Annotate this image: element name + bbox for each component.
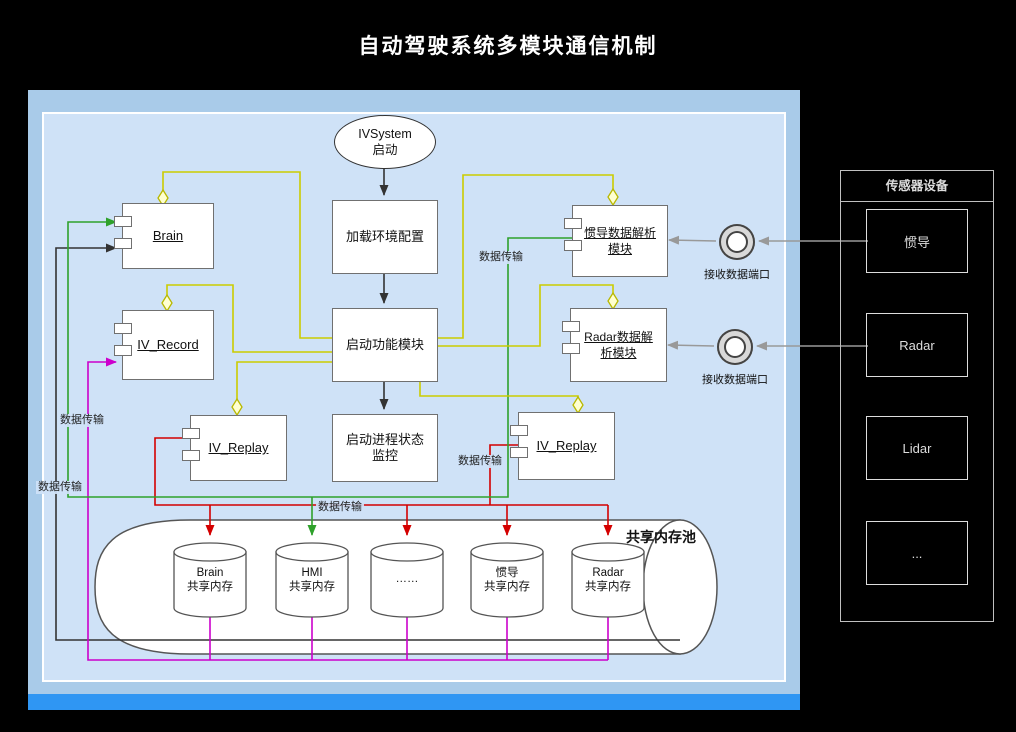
data-transfer-label: 数据传输 <box>316 501 364 514</box>
component-tab-icon <box>114 238 132 249</box>
component-tab-icon <box>510 447 528 458</box>
process-monitor-box: 启动进程状态 监控 <box>332 414 438 482</box>
cylinder-sub: 共享内存 <box>289 581 335 593</box>
sensor-label: 惯导 <box>903 234 930 250</box>
iv-replay-left-label: IV_Replay <box>208 440 269 455</box>
launch-modules-box: 启动功能模块 <box>332 308 438 382</box>
cylinder-name: 惯导 <box>495 567 519 579</box>
cylinder-label-ins: 惯导 共享内存 <box>462 566 552 594</box>
sensor-label: ... <box>911 545 923 561</box>
cylinder-sub: 共享内存 <box>585 581 631 593</box>
cylinder-label-hmi: HMI 共享内存 <box>267 566 357 594</box>
component-tab-icon <box>114 345 132 356</box>
iv-replay-right-label: IV_Replay <box>536 438 597 453</box>
data-transfer-label: 数据传输 <box>477 251 525 264</box>
data-transfer-label: 数据传输 <box>58 414 106 427</box>
cylinder-label-more: …… <box>362 572 452 586</box>
cylinder-label-radar: Radar 共享内存 <box>563 566 653 594</box>
receive-port-ins-label: 接收数据端口 <box>704 269 770 281</box>
component-tab-icon <box>562 321 580 332</box>
component-tab-icon <box>562 343 580 354</box>
iv-record-component: IV_Record <box>114 310 214 380</box>
radar-parser-label: Radar数据解 析模块 <box>584 330 653 360</box>
iv-record-label: IV_Record <box>137 337 199 352</box>
data-transfer-label: 数据传输 <box>456 455 504 468</box>
radar-parser-component: Radar数据解 析模块 <box>562 308 667 382</box>
system-boundary-footer <box>28 694 800 710</box>
start-node-label: IVSystem 启动 <box>358 127 412 157</box>
sensor-box-more: ... <box>866 521 968 585</box>
start-node: IVSystem 启动 <box>334 115 436 169</box>
sensor-panel-title: 传感器设备 <box>841 171 993 202</box>
system-inner-panel <box>42 112 786 682</box>
cylinder-name: …… <box>395 573 419 585</box>
load-config-box: 加载环境配置 <box>332 200 438 274</box>
load-config-label: 加载环境配置 <box>345 229 424 244</box>
data-transfer-label: 数据传输 <box>36 481 84 494</box>
cylinder-sub: 共享内存 <box>484 581 530 593</box>
sensor-box-ins: 惯导 <box>866 209 968 273</box>
iv-replay-right-component: IV_Replay <box>510 412 615 480</box>
brain-label: Brain <box>152 228 184 243</box>
component-tab-icon <box>182 450 200 461</box>
component-tab-icon <box>114 323 132 334</box>
component-tab-icon <box>114 216 132 227</box>
page-title: 自动驾驶系统多模块通信机制 <box>358 35 658 58</box>
cylinder-sub: 共享内存 <box>187 581 233 593</box>
cylinder-name: HMI <box>301 567 323 579</box>
iv-replay-left-component: IV_Replay <box>182 415 287 481</box>
component-tab-icon <box>510 425 528 436</box>
launch-modules-label: 启动功能模块 <box>345 337 424 352</box>
sensor-label: Radar <box>899 337 935 353</box>
process-monitor-label: 启动进程状态 监控 <box>345 432 424 463</box>
receive-port-radar-icon <box>717 329 753 365</box>
sensor-label: Lidar <box>902 440 932 456</box>
sensor-panel: 传感器设备 惯导 Radar Lidar ... <box>840 170 994 622</box>
ins-parser-component: 惯导数据解析 模块 <box>564 205 668 277</box>
cylinder-name: Brain <box>196 567 224 579</box>
component-tab-icon <box>182 428 200 439</box>
system-boundary <box>28 90 800 710</box>
receive-port-radar-label: 接收数据端口 <box>702 374 768 386</box>
ins-parser-label: 惯导数据解析 模块 <box>583 226 656 256</box>
sensor-box-radar: Radar <box>866 313 968 377</box>
brain-component: Brain <box>114 203 214 269</box>
cylinder-label-brain: Brain 共享内存 <box>165 566 255 594</box>
component-tab-icon <box>564 218 582 229</box>
cylinder-name: Radar <box>592 567 624 579</box>
pool-title: 共享内存池 <box>626 529 696 545</box>
sensor-box-lidar: Lidar <box>866 416 968 480</box>
receive-port-ins-icon <box>719 224 755 260</box>
component-tab-icon <box>564 240 582 251</box>
